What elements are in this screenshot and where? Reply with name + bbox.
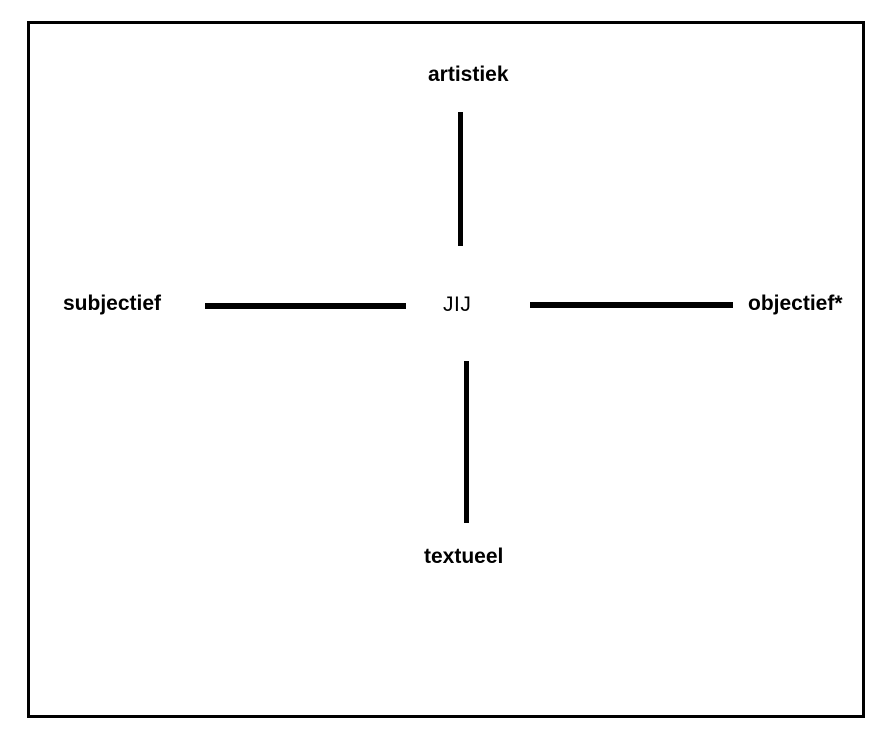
- axis-arm-left: [205, 303, 406, 309]
- axis-center-label: JIJ: [443, 293, 472, 316]
- axis-label-top: artistiek: [428, 63, 509, 86]
- axis-label-right: objectief*: [748, 292, 843, 315]
- diagram-border-frame: artistiek textueel subjectief objectief*…: [27, 21, 865, 718]
- axis-label-bottom: textueel: [424, 545, 504, 568]
- axis-arm-right: [530, 302, 733, 308]
- axis-arm-top: [458, 112, 463, 246]
- axis-label-left: subjectief: [63, 292, 162, 315]
- axis-arm-bottom: [464, 361, 469, 523]
